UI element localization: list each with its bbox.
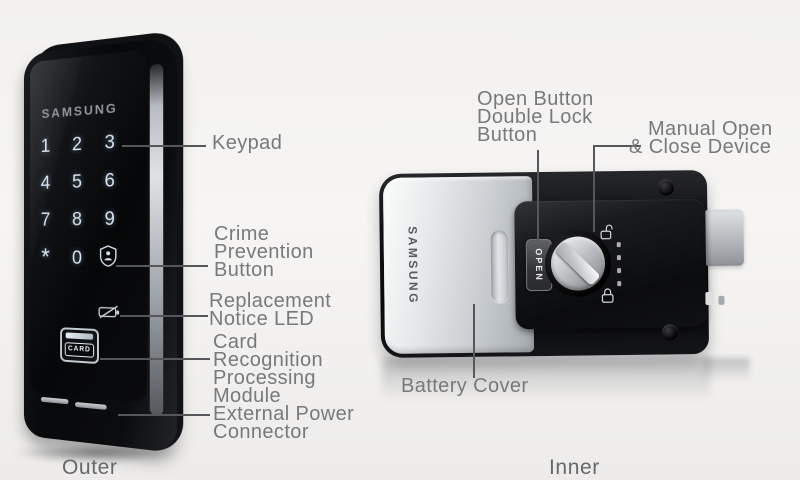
leader-battery-cover [473, 304, 475, 378]
battery-cover-groove [490, 230, 509, 303]
label-external-power-connector: External Power Connector [213, 403, 355, 443]
keypad-key-star: * [41, 244, 50, 271]
leader-card-module [100, 358, 210, 360]
label-line: Connector [213, 421, 309, 443]
keypad-key-5: 5 [71, 171, 82, 193]
padlock-closed-icon [601, 288, 614, 303]
open-button-label: OPEN [533, 248, 545, 282]
label-line: Crime [214, 223, 270, 245]
label-replacement-notice-led: Replacement Notice LED [209, 290, 332, 330]
label-line: Card [213, 331, 258, 353]
keypad-key-4: 4 [40, 173, 51, 194]
label-line: Prevention [214, 241, 314, 263]
keypad-key-0: 0 [71, 247, 82, 269]
leader-crime-prevention [116, 265, 208, 267]
label-manual-open-line2: & Close Device [629, 136, 772, 158]
label-open-double-lock-button: Open Button Double Lock Button [477, 88, 594, 146]
samsung-logo-inner: SAMSUNG [405, 226, 421, 306]
label-card-recognition-module: Card Recognition Processing Module [213, 331, 324, 407]
outer-device-edge-highlight [149, 63, 164, 417]
keypad-key-8: 8 [71, 209, 82, 231]
keypad-key-9: 9 [104, 208, 115, 230]
label-line: Processing [213, 367, 316, 389]
card-slot-highlight [65, 332, 94, 340]
external-power-connector-left [40, 396, 69, 405]
label-line: Notice LED [209, 308, 315, 330]
card-badge: CARD [64, 342, 95, 358]
crime-prevention-shield-icon [99, 245, 118, 267]
replacement-notice-led-icon [98, 304, 121, 320]
battery-cover: SAMSUNG [382, 176, 535, 354]
keypad-key-3: 3 [104, 131, 115, 154]
thumbturn-ridge [555, 241, 601, 287]
keypad-key-2: 2 [71, 133, 82, 156]
side-latch-tab [705, 291, 714, 306]
keypad-key-7: 7 [40, 209, 51, 231]
outer-device-body: SAMSUNG 1 2 3 4 5 6 7 8 9 * 0 [23, 36, 177, 454]
label-line: Open Button [477, 88, 594, 110]
label-line: Double Lock [477, 106, 593, 128]
deadbolt-reflection [704, 358, 750, 382]
korean-caption-decoration [616, 242, 623, 287]
leader-keypad [122, 145, 206, 147]
label-line: Module [213, 385, 281, 407]
strike-mark [718, 295, 725, 305]
inner-device-reflection [382, 358, 710, 414]
outer-device: SAMSUNG 1 2 3 4 5 6 7 8 9 * 0 [23, 29, 184, 454]
label-crime-prevention-button: Crime Prevention Button [214, 223, 314, 281]
padlock-open-icon [600, 224, 613, 240]
caption-outer: Outer [62, 456, 118, 479]
leader-replacement-led [120, 315, 208, 317]
screw-icon [661, 324, 678, 341]
label-keypad: Keypad [212, 132, 283, 154]
keypad-key-1: 1 [40, 136, 51, 157]
leader-external-power [118, 414, 210, 416]
lock-module: OPEN [514, 199, 707, 330]
label-line: Recognition [213, 349, 324, 371]
external-power-connector-right [75, 401, 107, 410]
deadbolt [705, 209, 745, 267]
label-line: Button [477, 124, 538, 146]
caption-inner: Inner [549, 456, 600, 479]
leader-open-button [537, 150, 539, 242]
label-line: Replacement [209, 290, 332, 312]
label-line: External Power [213, 403, 355, 425]
leader-manual-open-v [593, 145, 595, 232]
keypad-key-6: 6 [104, 170, 115, 192]
label-line: Button [214, 259, 275, 281]
inner-device: SAMSUNG OPEN [378, 170, 745, 358]
label-manual-open-line1: Manual Open [648, 118, 773, 140]
label-battery-cover: Battery Cover [401, 375, 529, 397]
screw-icon [657, 179, 675, 196]
leader-manual-open-h [593, 145, 641, 147]
card-recognition-module: CARD [60, 327, 99, 365]
